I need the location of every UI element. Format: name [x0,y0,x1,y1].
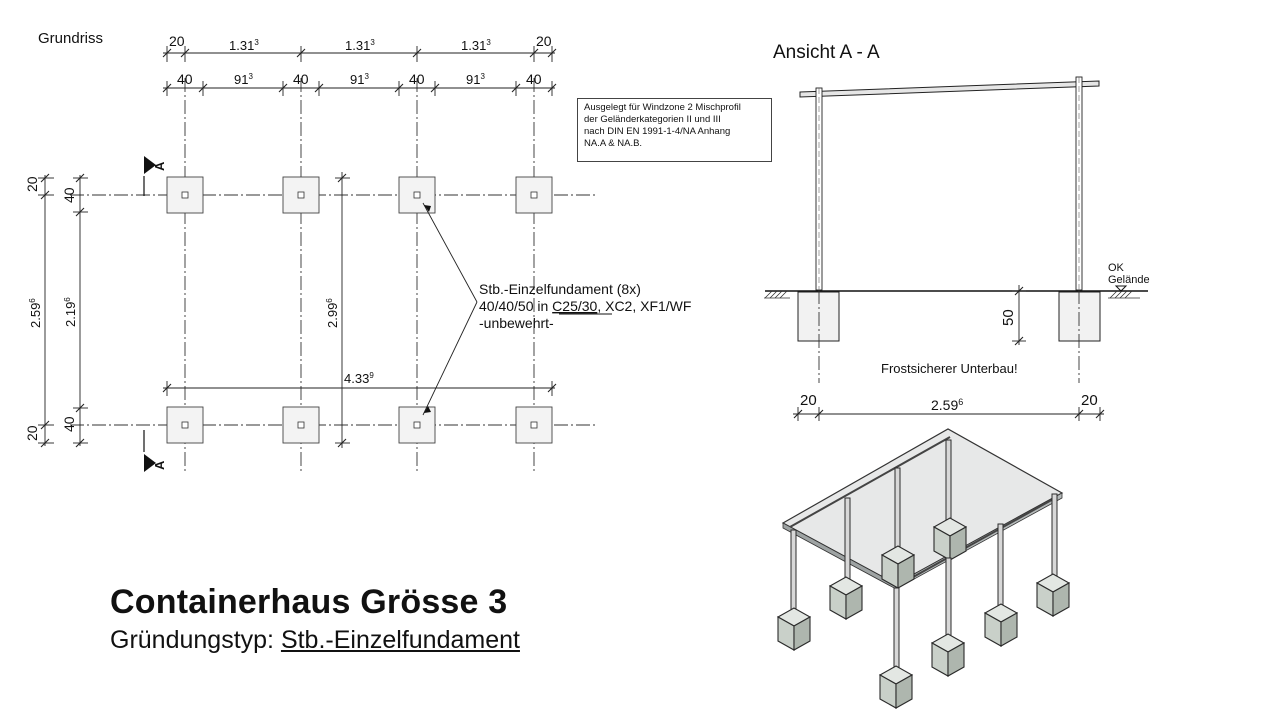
inner-horizontal-dimension: 4.339 [162,371,557,396]
dim-top-inner-1: 913 [234,72,253,87]
section-marker-top: A [143,156,167,196]
section-dim-1: 2.596 [931,397,963,413]
left-dimension-chains: 20 40 2.596 2.196 40 20 [24,173,88,448]
iso-footing [776,607,812,651]
footing-note-line-2: 40/40/50 in C25/30, XC2, XF1/WF [479,298,691,314]
ground-label-ok: OK [1108,262,1125,274]
dim-top-inner-2: 40 [293,71,309,87]
dim-top-outer-1: 1.313 [229,38,259,53]
roof-slab [799,80,1100,98]
footing [515,176,553,214]
iso-footing [930,633,966,677]
iso-footing [932,517,968,561]
drawing-subtitle: Gründungstyp: Stb.-Einzelfundament [110,626,520,655]
iso-footing [880,545,916,589]
floor-plan: Grundriss 20 1.313 1.3 [24,30,691,472]
dim-top-inner-3: 913 [350,72,369,87]
dim-top-outer-4: 20 [536,33,552,49]
column-left [815,87,823,291]
depth-dimension: 50 [1000,285,1026,346]
section-dim-2: 20 [1081,392,1098,409]
footing [282,406,320,444]
section-letter-bottom: A [152,460,167,470]
subtitle-value: Stb.-Einzelfundament [280,626,520,654]
section-foundation-right [1058,291,1101,342]
ground-label-gelaende: Gelände [1108,274,1150,286]
column-right [1075,76,1083,291]
footing [166,176,204,214]
footing [515,406,553,444]
iso-footing [983,603,1019,647]
ground-hatch-left [764,290,790,299]
iso-footing [878,665,914,709]
top-dimension-chain-inner: 40 913 40 913 40 913 40 [162,71,557,96]
section-marker-bottom: A [143,430,167,472]
dim-top-outer-2: 1.313 [345,38,375,53]
isometric-view [776,428,1071,709]
section-title: Ansicht A - A [773,42,880,63]
top-dimension-chain-outer: 20 1.313 1.313 1.313 20 [162,33,557,62]
dim-left-5: 20 [24,425,40,441]
dim-left-0: 20 [24,176,40,192]
note-line: nach DIN EN 1991-1-4/NA Anhang [584,126,731,137]
footing-note-line-1: Stb.-Einzelfundament (8x) [479,281,641,297]
dim-top-inner-5: 913 [466,72,485,87]
iso-footing [1035,573,1071,617]
section-bottom-dimension: 20 2.596 20 [793,392,1105,421]
section-letter-top: A [152,161,167,171]
dim-left-3: 2.196 [63,297,78,327]
dim-top-inner-6: 40 [526,71,542,87]
dim-left-4: 40 [61,416,77,432]
section-dim-0: 20 [800,392,817,409]
footing [282,176,320,214]
grid-axes [70,78,598,472]
ground-hatch-right [1108,290,1140,299]
note-line: NA.A & NA.B. [584,138,643,149]
note-line: der Geländerkategorien II und III [584,114,721,125]
depth-value: 50 [1000,309,1017,326]
footing-note: Stb.-Einzelfundament (8x) 40/40/50 in C2… [422,202,691,416]
dim-left-2: 2.596 [28,298,43,328]
iso-footing [828,576,864,620]
dim-top-outer-3: 1.313 [461,38,491,53]
footing [166,406,204,444]
dim-top-inner-0: 40 [177,71,193,87]
subtitle-prefix: Gründungstyp: [110,626,281,654]
note-line: Ausgelegt für Windzone 2 Mischprofil [584,102,741,113]
dim-inner-vertical: 2.996 [325,298,340,328]
inner-vertical-dimension: 2.996 [325,172,350,448]
plan-title: Grundriss [38,30,103,47]
dim-top-outer-0: 20 [169,33,185,49]
section-view: Ansicht A - A OK Gelände [764,42,1150,421]
dim-top-inner-4: 40 [409,71,425,87]
wind-zone-note: Ausgelegt für Windzone 2 Mischprofil der… [577,98,772,162]
drawing-title: Containerhaus Grösse 3 [110,583,508,621]
dim-left-1: 40 [61,187,77,203]
footing-note-line-3: -unbewehrt- [479,315,554,331]
frost-note: Frostsicherer Unterbau! [881,361,1018,376]
ground-level-icon [1114,285,1128,292]
section-foundation-left [797,291,840,342]
footing [398,406,436,444]
dim-inner-horizontal: 4.339 [344,371,374,386]
footing-grid [166,176,553,444]
